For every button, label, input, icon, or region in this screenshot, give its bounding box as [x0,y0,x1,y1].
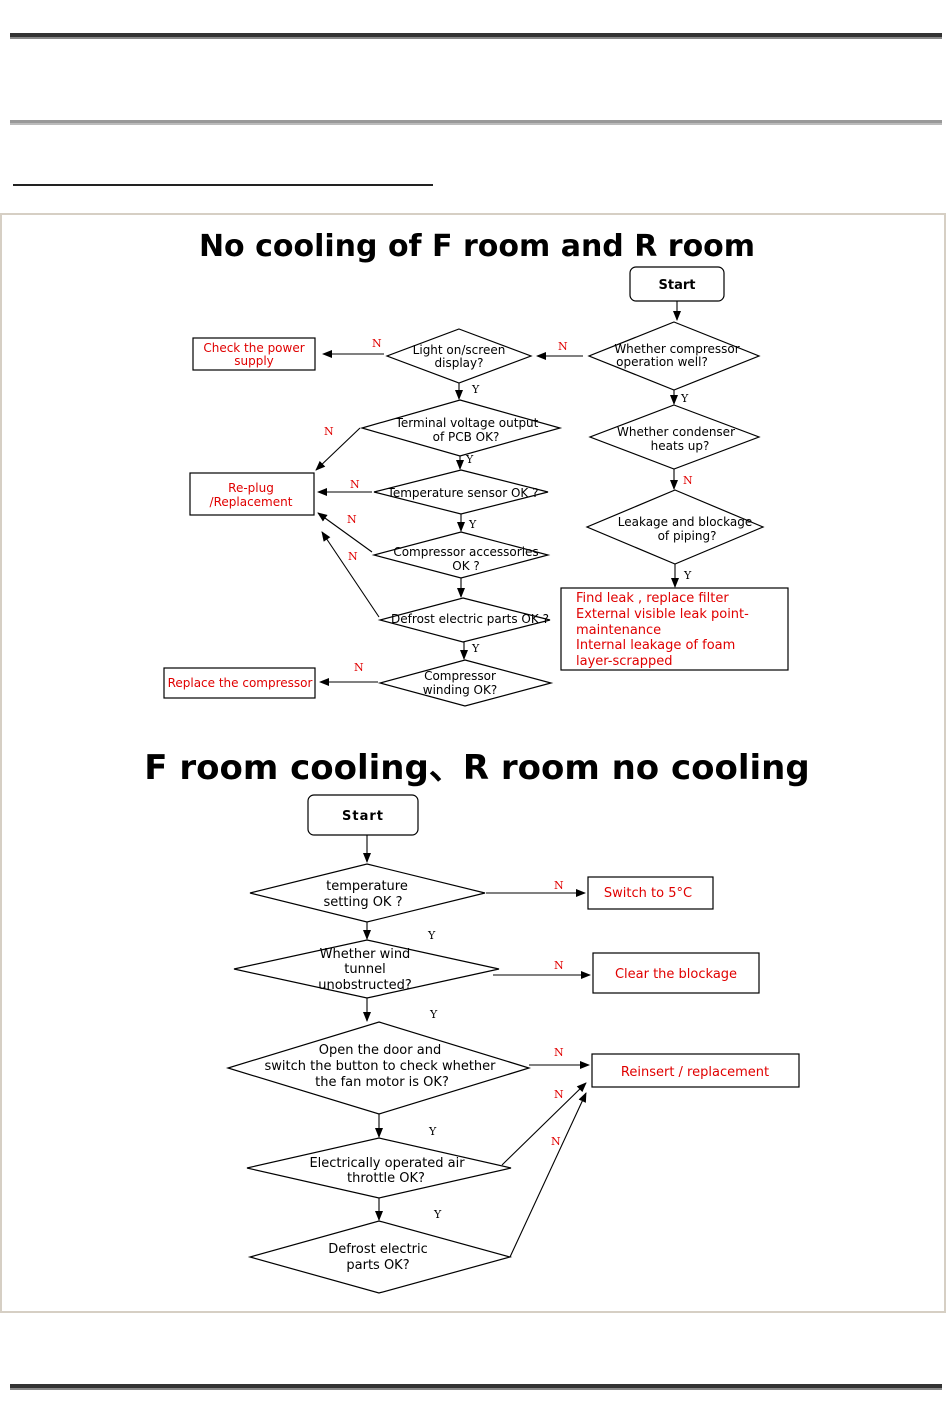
flow2-switch-label: Switch to 5°C [604,886,692,901]
flow2-temp-setting-line1: temperature [326,879,408,894]
flow1-find-leak-line2: External visible leak point- [576,607,749,622]
bottom-rule [10,1384,942,1390]
flow1-power-line2: supply [234,354,274,368]
flow2-no-marker: N [554,959,564,972]
flow1-no-marker: N [683,474,693,487]
flow2-clear-box [592,952,760,994]
flow2-no-marker: N [554,1046,564,1059]
flow2-switch-box [587,876,714,910]
flow1-replug-box [189,472,315,516]
flow2-yes-marker: Y [428,1125,437,1138]
flow1-power-line1: Check the power [203,341,304,355]
flow1-yes-marker: Y [465,453,474,466]
flow2-wind-line2: tunnel [344,962,385,977]
flow2-temp-setting-line2: setting OK ? [324,895,403,910]
flow1-terminal-line2: of PCB OK? [433,430,500,444]
flow2-shapes [225,794,800,1294]
diagram-frame [0,213,946,1313]
flow1-replug-line1: Re-plug [228,481,274,495]
flow2-defrost-line2: parts OK? [346,1258,409,1273]
flow1-connectors [315,301,681,686]
flow1-yes-marker: Y [468,518,477,531]
flow1-power-box [192,337,316,371]
flow1-no-marker: N [372,337,382,350]
flow2-connectors [363,835,591,1258]
flow1-find-leak-box [560,587,789,671]
flow1-replug-line2: /Replacement [210,495,293,509]
flow2-throttle-line1: Electrically operated air [309,1156,465,1171]
flow1-condenser-line1: Whether condenser [617,425,735,439]
flow1-replace-compressor-label: Replace the compressor [168,676,313,690]
flow1-yes-marker: Y [471,383,480,396]
section-underline [13,184,433,186]
flow1-accessories-line1: Compressor accessories [393,545,538,559]
header-rule [10,120,942,125]
flow1-find-leak-line5: layer-scrapped [576,654,672,669]
title-bottom: F room cooling、R room no cooling [144,748,809,788]
flow1-compressor-line2: operation well? [616,355,708,369]
flow1-terminal-line1: Terminal voltage output [395,416,539,430]
flow2-wind-line3: unobstructed? [318,978,412,993]
flow2-start-box [307,794,419,836]
flow1-light-line1: Light on/screen [413,343,506,357]
flow1-no-marker: N [354,661,364,674]
flow1-shapes [163,266,789,707]
flow2-yes-marker: Y [427,929,436,942]
flow1-find-leak-line4: Internal leakage of foam [576,638,735,653]
flow1-replace-compressor-box [163,667,316,699]
flow2-yes-marker: Y [429,1008,438,1021]
flow2-reinsert-label: Reinsert / replacement [621,1065,769,1080]
flow2-door-line1: Open the door and [319,1043,441,1058]
flow1-leakage-line1: Leakage and blockage [618,515,753,529]
flow2-defrost-line1: Defrost electric [328,1242,428,1257]
flow1-find-leak-line3: maintenance [576,623,661,638]
flow1-yes-marker: Y [471,642,480,655]
flow2-start-label: Start [342,809,384,824]
flow2-clear-label: Clear the blockage [615,967,737,982]
top-rule [10,33,942,39]
flow1-start-label: Start [659,278,696,293]
flow1-yes-marker: Y [680,392,689,405]
flow2-no-marker: N [554,879,564,892]
flow1-no-marker: N [558,340,568,353]
flow1-accessories-line2: OK ? [452,559,480,573]
flow2-no-marker: N [551,1135,561,1148]
flow1-condenser-line2: heats up? [651,439,710,453]
flow1-defrost-label: Defrost electric parts OK ? [391,612,549,626]
flow2-reinsert-box [591,1053,800,1088]
flow2-throttle-line2: throttle OK? [347,1171,425,1186]
flow1-no-marker: N [350,478,360,491]
flow1-defrost-diamond [377,597,551,643]
flow2-no-marker: N [554,1088,564,1101]
flow1-yes-marker: Y [683,569,692,582]
flow1-winding-diamond [377,659,554,707]
flow1-no-marker: N [348,550,358,563]
flow1-compressor-line1: Whether compressor [614,342,739,356]
flow1-light-line2: display? [435,356,484,370]
flow2-wind-line1: Whether wind [320,947,411,962]
flow1-winding-line1: Compressor [424,669,496,683]
flow1-winding-line2: winding OK? [423,683,497,697]
flow2-defrost-diamond [247,1220,513,1294]
flow1-temp-sensor-label: Temperature sensor OK ? [387,486,539,500]
flow2-door-line3: the fan motor is OK? [315,1075,449,1090]
flow1-find-leak-line1: Find leak , replace filter [576,591,729,606]
flow2-yes-marker: Y [433,1208,442,1221]
flow1-leakage-line2: of piping? [658,529,717,543]
flow1-no-marker: N [347,513,357,526]
flow2-door-line2: switch the button to check whether [264,1059,496,1074]
title-top: No cooling of F room and R room [199,229,755,264]
flow1-no-marker: N [324,425,334,438]
